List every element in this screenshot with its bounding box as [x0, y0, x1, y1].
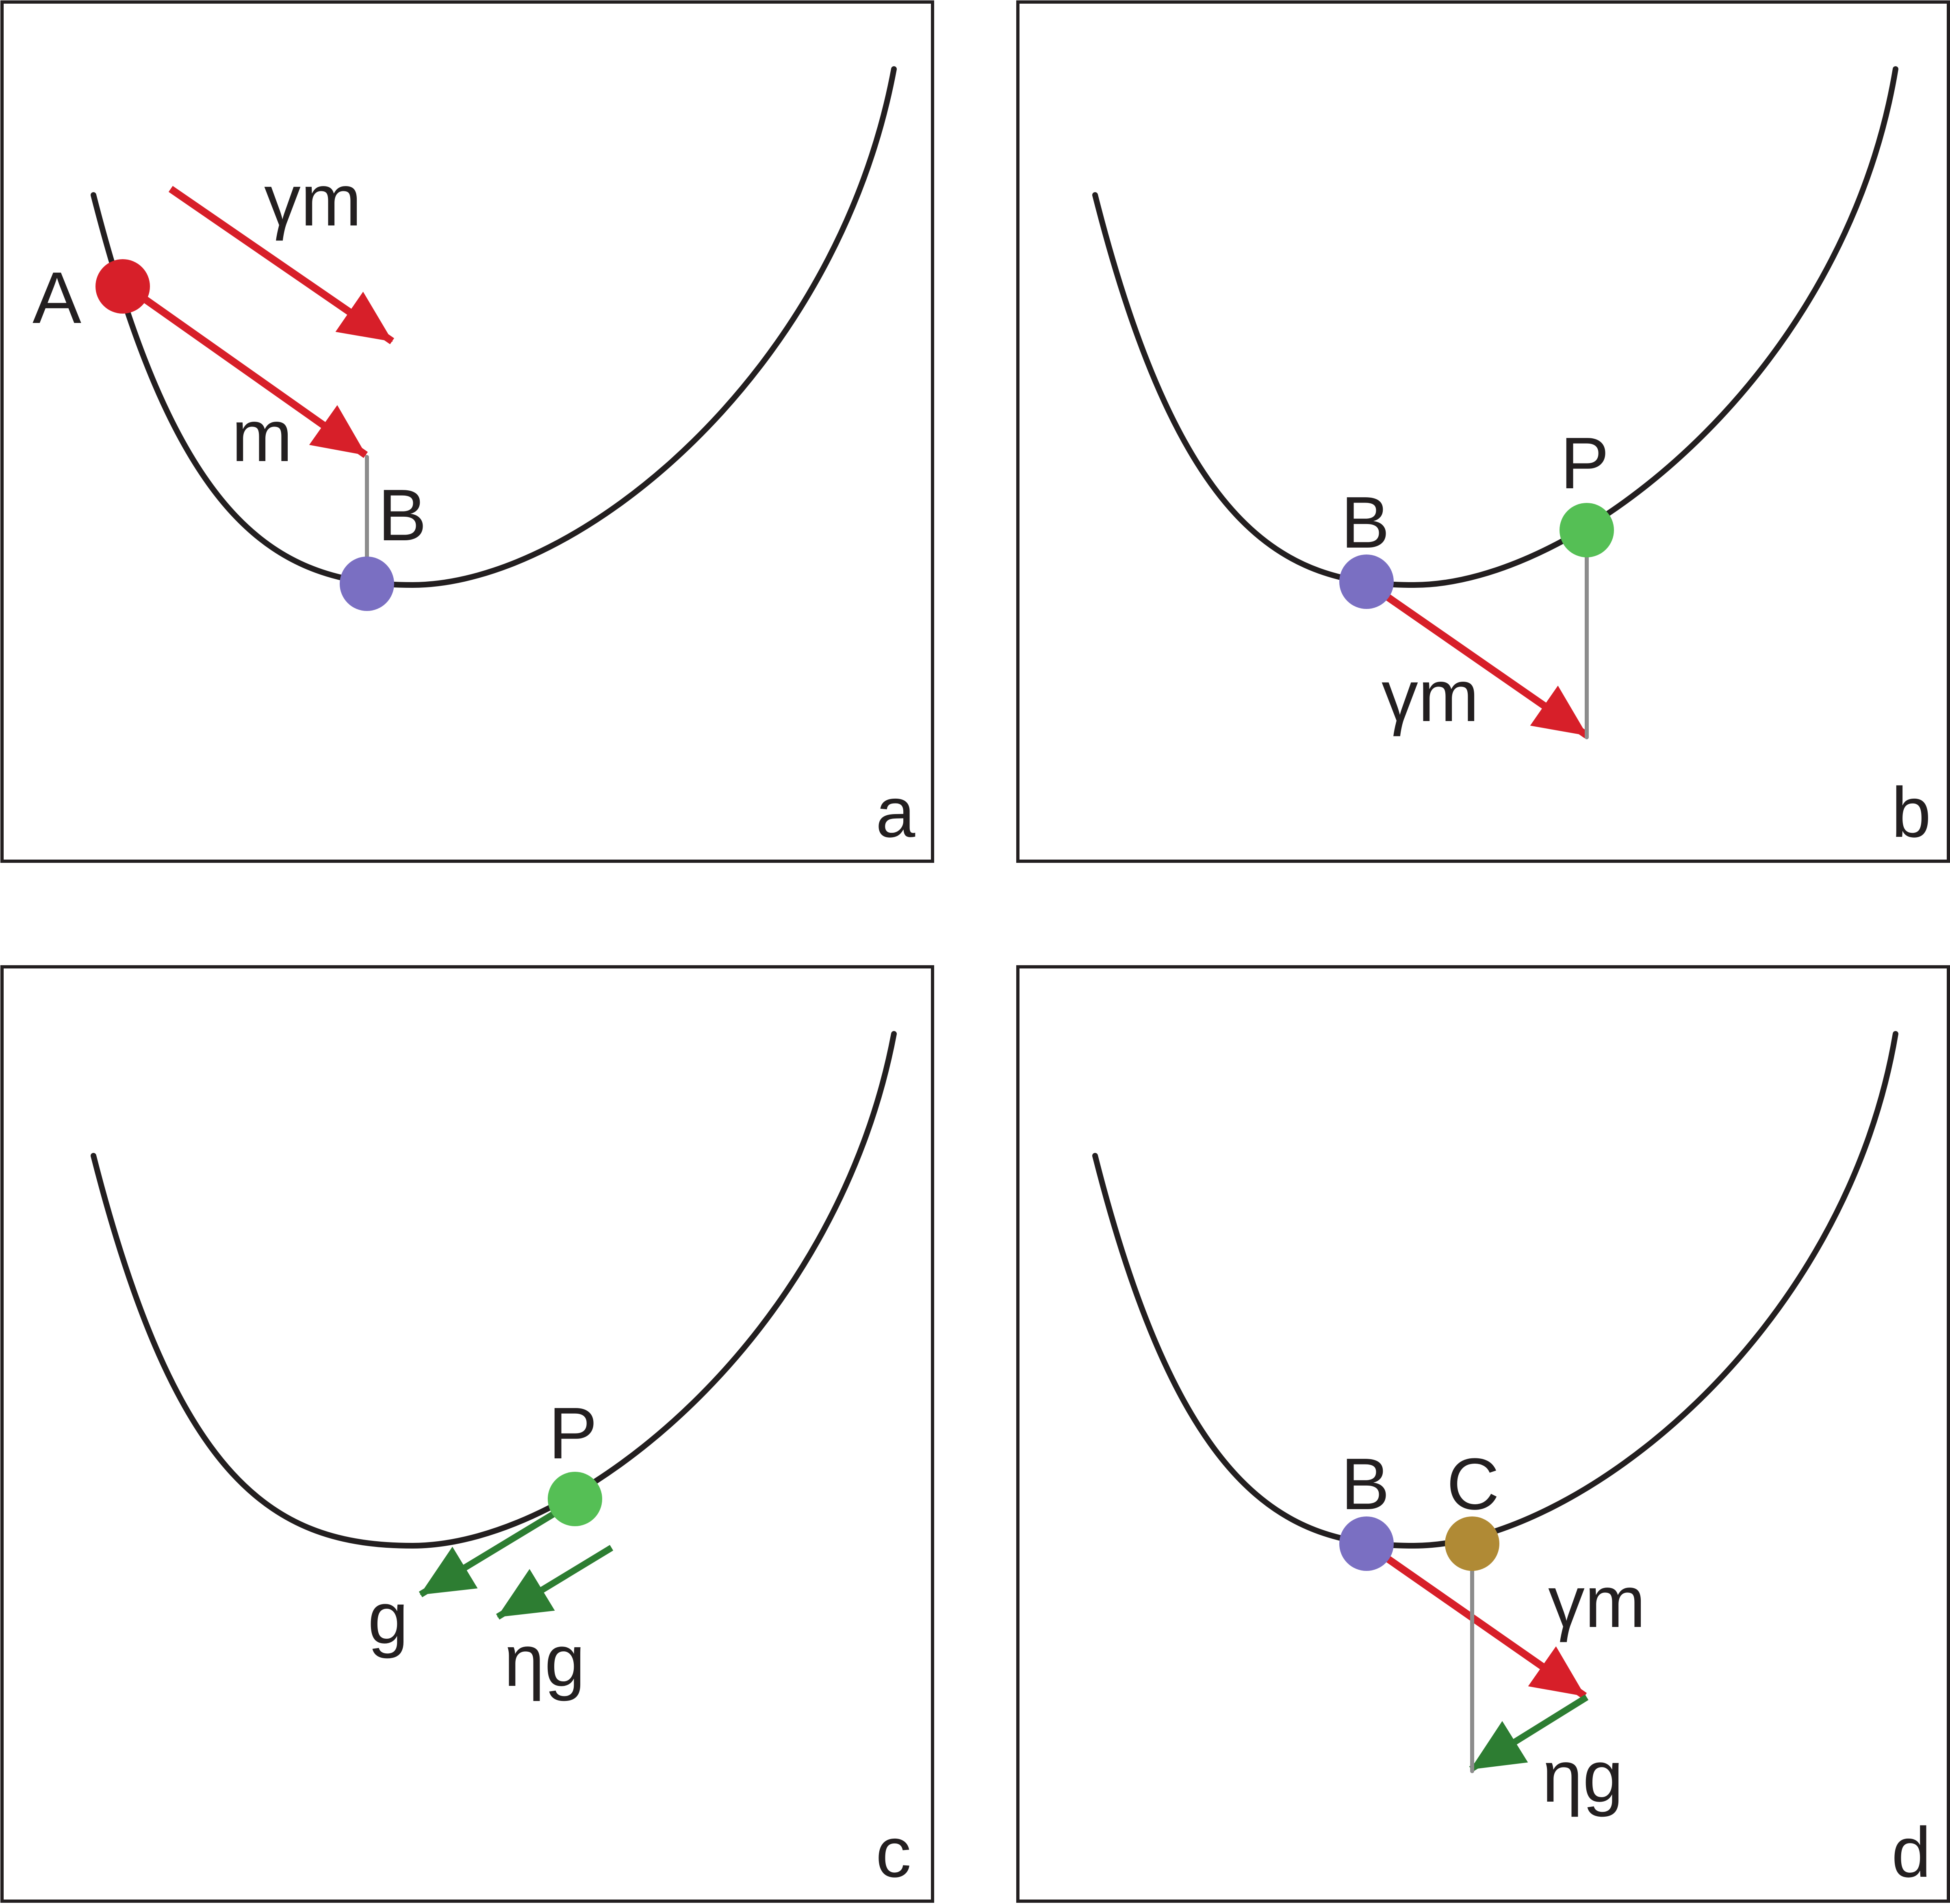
point-a-label: A: [33, 257, 81, 339]
point-b-label: B: [1341, 1443, 1390, 1525]
point-p: [548, 1472, 602, 1526]
point-p-label: P: [549, 1393, 597, 1474]
point-b: [340, 557, 394, 611]
eta-g-label: ηg: [1542, 1736, 1623, 1817]
panel-d-frame: [1016, 965, 1950, 1903]
eta-g-arrow: [1469, 1694, 1589, 1772]
point-b-label: B: [1341, 482, 1390, 563]
loss-curve: [91, 1031, 897, 1549]
loss-curve: [1092, 1031, 1898, 1549]
panel-b: γm B P b: [1016, 0, 1950, 863]
panel-label: a: [876, 773, 915, 852]
panel-label: b: [1891, 773, 1931, 852]
gamma-m-label: γm: [1382, 655, 1479, 737]
panel-a: γm m A B a: [0, 0, 934, 863]
point-b: [1339, 555, 1394, 609]
panel-label: d: [1891, 1813, 1931, 1892]
loss-curve: [91, 66, 897, 588]
point-b: [1339, 1516, 1394, 1571]
point-c: [1445, 1516, 1499, 1571]
panel-c-frame: [0, 965, 934, 1903]
gamma-m-arrow: [168, 186, 395, 344]
gamma-m-label: γm: [1548, 1561, 1646, 1643]
eta-g-label: ηg: [504, 1620, 585, 1702]
panel-b-frame: [1016, 0, 1950, 863]
loss-curve: [1092, 66, 1898, 588]
panel-d: γm ηg B C d: [1016, 965, 1950, 1903]
gamma-m-arrow: [1365, 1541, 1587, 1699]
panel-label: c: [876, 1813, 911, 1892]
gamma-m-label: γm: [264, 160, 362, 241]
m-label: m: [232, 395, 293, 477]
g-arrow: [419, 1498, 577, 1597]
panel-a-frame: [0, 0, 934, 863]
point-p: [1560, 503, 1614, 557]
m-arrow: [121, 281, 368, 458]
point-b-label: B: [378, 474, 427, 556]
gamma-m-arrow: [1365, 580, 1589, 739]
point-p-label: P: [1560, 422, 1609, 504]
panel-c: g ηg P c: [0, 965, 934, 1903]
g-label: g: [368, 1577, 408, 1659]
eta-g-arrow: [496, 1545, 614, 1620]
point-a: [95, 259, 150, 314]
point-c-label: C: [1447, 1443, 1499, 1525]
